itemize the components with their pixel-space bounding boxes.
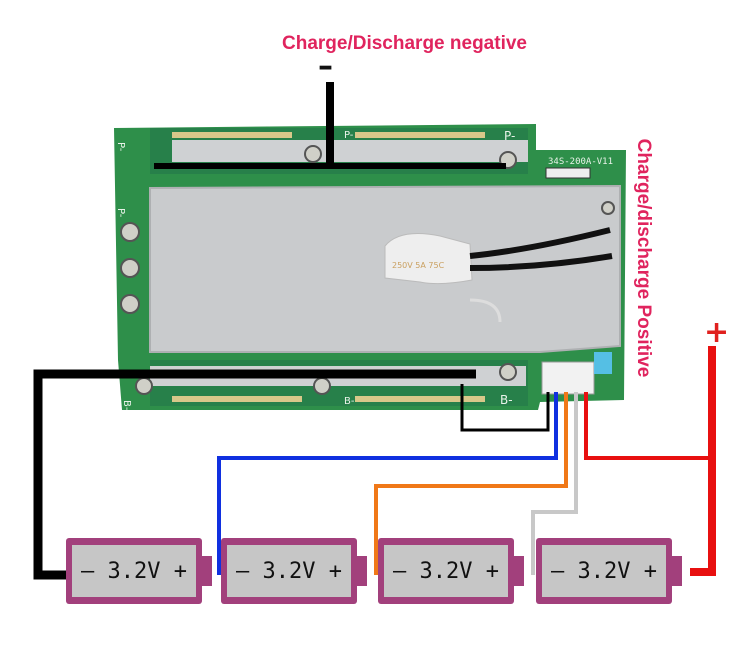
thermal-fuse	[384, 227, 613, 323]
negative-sign: –	[318, 49, 333, 84]
pad-label-p-top-right: P-	[504, 129, 515, 143]
header-pins	[545, 167, 591, 179]
battery-cell-3-terminal	[514, 556, 524, 586]
pad-label-b-right: B-	[500, 393, 513, 407]
screw-holes	[120, 145, 615, 395]
heatsink-top-band	[172, 140, 528, 162]
pad-label-p-top-left: P-	[115, 142, 126, 152]
battery-cell-3: – 3.2V +	[378, 538, 514, 604]
positive-label: Charge/discharge Positive	[633, 138, 654, 378]
pad-label-p-top-mid: P-	[344, 130, 354, 141]
pad-row-top	[172, 132, 485, 138]
fuse-sticker-text: 250V 5A 75C	[392, 261, 445, 270]
blue-wire	[217, 392, 558, 575]
pad-label-b-left: B-	[121, 400, 132, 411]
battery-cell-3-label: – 3.2V +	[384, 545, 508, 597]
status-led	[594, 352, 612, 374]
negative-bus	[154, 82, 506, 169]
gray-wire	[531, 392, 578, 575]
battery-cell-2: – 3.2V +	[221, 538, 357, 604]
red-wire-positive	[690, 346, 716, 576]
red-wire-sense	[584, 392, 712, 460]
pad-label-p-side: P-	[115, 208, 126, 218]
black-wire-sense	[460, 384, 550, 432]
wires	[33, 346, 716, 580]
negative-label: Charge/Discharge negative	[282, 33, 527, 54]
battery-cell-2-terminal	[357, 556, 367, 586]
pad-label-b-mid: B-	[344, 396, 355, 407]
battery-cell-4: – 3.2V +	[536, 538, 672, 604]
balance-connector	[541, 361, 595, 395]
battery-cell-1-label: – 3.2V +	[72, 545, 196, 597]
battery-cell-4-label: – 3.2V +	[542, 545, 666, 597]
battery-cell-1: – 3.2V +	[66, 538, 202, 604]
battery-cell-1-terminal	[202, 556, 212, 586]
positive-sign: +	[704, 315, 730, 350]
orange-wire	[374, 392, 568, 575]
black-wire-b-minus	[33, 369, 476, 580]
battery-cell-2-label: – 3.2V +	[227, 545, 351, 597]
board-model-text: 34S-200A-V11	[548, 157, 613, 167]
battery-cell-4-terminal	[672, 556, 682, 586]
